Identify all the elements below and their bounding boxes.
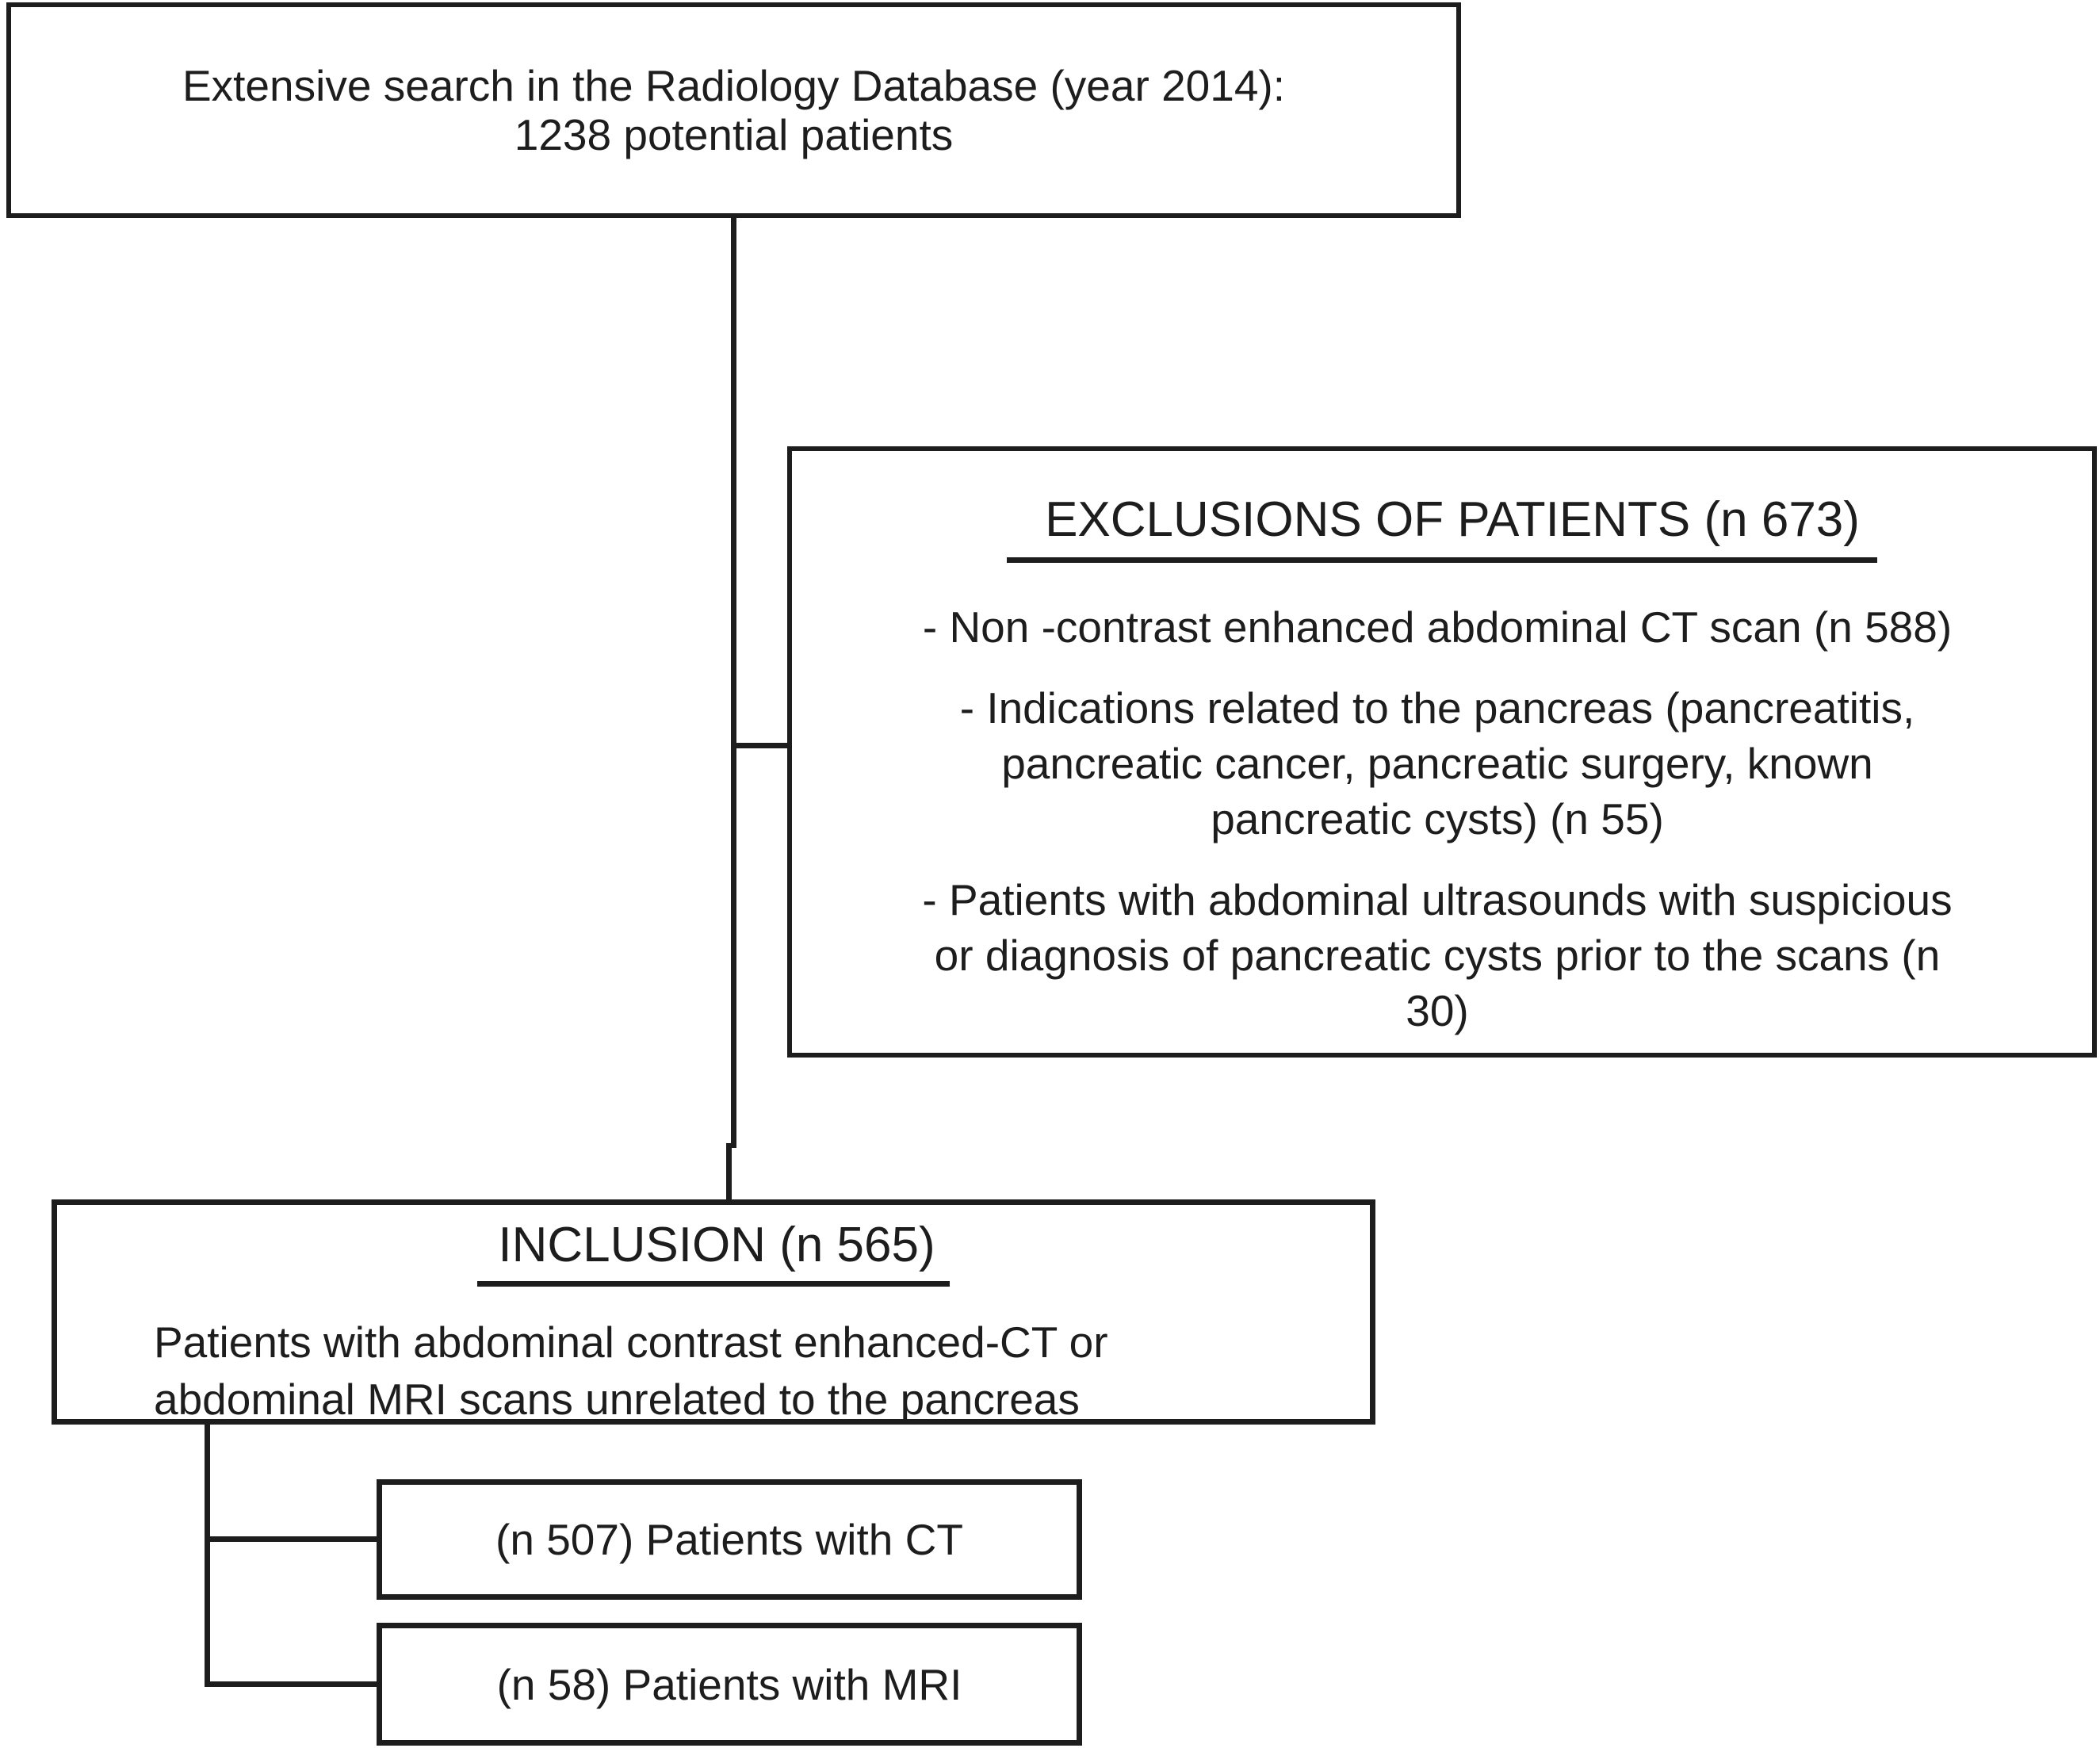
connector-main-vertical-upper bbox=[731, 216, 736, 1148]
mri-patients-label: (n 58) Patients with MRI bbox=[496, 1659, 962, 1709]
connector-main-vertical-lower bbox=[726, 1143, 732, 1201]
ct-patients-box: (n 507) Patients with CT bbox=[377, 1479, 1082, 1600]
connector-to-exclusions bbox=[733, 743, 790, 748]
inclusion-title-row: INCLUSION (n 565) bbox=[57, 1218, 1370, 1287]
exclusion-item-ultrasound-cysts: - Patients with abdominal ultrasounds wi… bbox=[922, 875, 1953, 1035]
ct-patients-label: (n 507) Patients with CT bbox=[495, 1515, 963, 1564]
exclusions-title: EXCLUSIONS OF PATIENTS (n 673) bbox=[1007, 492, 1877, 563]
connector-to-mri-box bbox=[205, 1681, 378, 1687]
inclusion-description: Patients with abdominal contrast enhance… bbox=[154, 1318, 1108, 1424]
exclusions-title-row: EXCLUSIONS OF PATIENTS (n 673) bbox=[792, 492, 2092, 563]
connector-inclusion-drop bbox=[205, 1423, 210, 1687]
exclusion-item-pancreas-indications: - Indications related to the pancreas (p… bbox=[959, 683, 1915, 843]
inclusion-title: INCLUSION (n 565) bbox=[477, 1218, 950, 1287]
exclusions-box: EXCLUSIONS OF PATIENTS (n 673) - Non -co… bbox=[787, 446, 2097, 1058]
connector-to-ct-box bbox=[205, 1536, 378, 1542]
exclusion-item-noncontrast-ct: - Non -contrast enhanced abdominal CT sc… bbox=[922, 602, 1953, 652]
inclusion-box: INCLUSION (n 565) Patients with abdomina… bbox=[52, 1199, 1375, 1425]
database-search-box: Extensive search in the Radiology Databa… bbox=[6, 2, 1461, 218]
mri-patients-box: (n 58) Patients with MRI bbox=[377, 1623, 1082, 1746]
database-search-text: Extensive search in the Radiology Databa… bbox=[182, 61, 1286, 159]
